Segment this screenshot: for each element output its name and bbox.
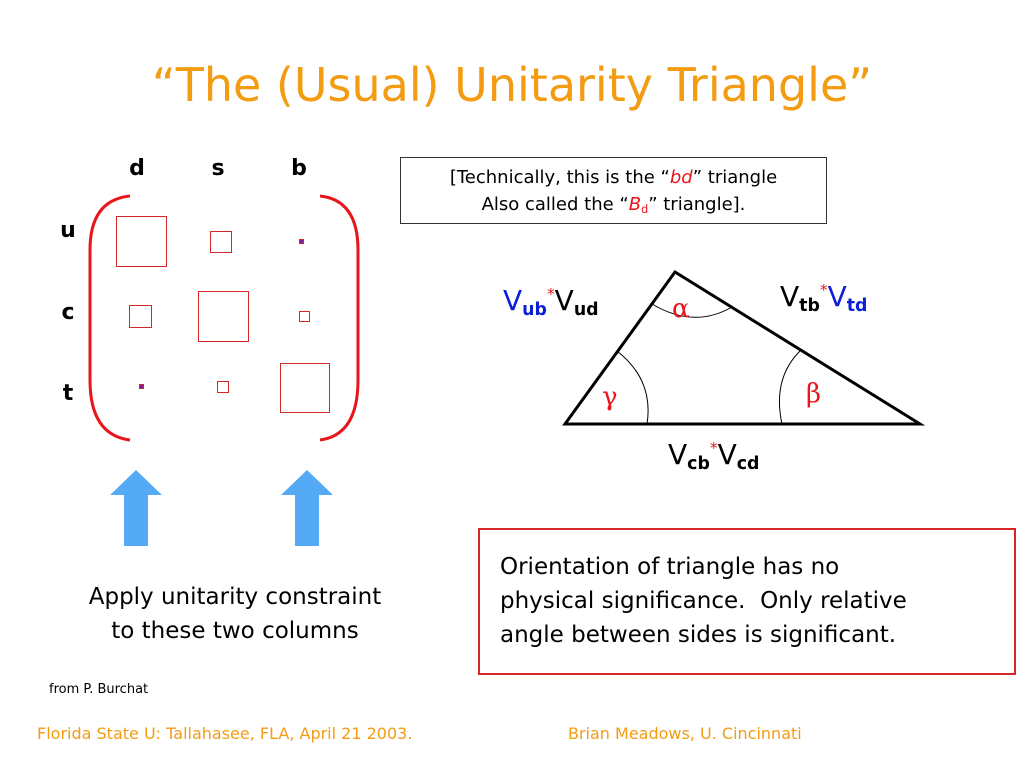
matrix-cell-cd [129, 305, 152, 328]
side-left-sub1: ub [522, 300, 547, 321]
matrix-left-bracket [88, 194, 131, 442]
unitarity-caption: Apply unitarity constraint to these two … [50, 580, 420, 648]
matrix-cell-cb [299, 311, 310, 322]
footer-right: Brian Meadows, U. Cincinnati [568, 724, 802, 743]
slide-title: “The (Usual) Unitarity Triangle” [151, 58, 873, 112]
side-bottom-v1: V [668, 438, 688, 471]
unitarity-triangle [562, 269, 926, 426]
caption-line-1: Apply unitarity constraint [88, 584, 382, 610]
side-left-sub2: ud [573, 300, 599, 321]
matrix-row-u: u [60, 218, 76, 243]
angle-arc-alpha [651, 303, 733, 318]
credit-text: from P. Burchat [49, 682, 149, 697]
note-line-1-post: ” triangle [692, 167, 778, 188]
side-right-v2: V [827, 280, 847, 313]
matrix-col-s: s [211, 156, 225, 181]
note-line-1-em: bd [669, 167, 693, 188]
matrix-cell-ts [217, 381, 229, 393]
bd-triangle-note: [Technically, this is the “bd” triangle … [400, 157, 827, 224]
angle-arc-beta [779, 349, 802, 425]
orientation-line-3: angle between sides is significant. [500, 622, 897, 648]
note-line-2-post: ” triangle]. [648, 194, 746, 215]
note-line-1: [Technically, this is the “bd” triangle [401, 164, 826, 191]
matrix-row-t: t [62, 381, 74, 406]
note-line-2-pre: Also called the “ [481, 194, 629, 215]
note-line-2-em: B [628, 194, 642, 215]
side-bottom-v2: V [717, 438, 737, 471]
angle-alpha-label: α [672, 294, 690, 324]
side-label-bottom: Vcb*Vcd [668, 438, 759, 474]
side-left-star: * [546, 285, 555, 304]
matrix-col-d: d [129, 156, 145, 181]
side-right-v1: V [780, 280, 800, 313]
footer-left: Florida State U: Tallahasee, FLA, April … [37, 724, 413, 743]
side-label-left: Vub*Vud [503, 284, 599, 320]
angle-beta-label: β [806, 379, 822, 409]
matrix-row-c: c [61, 300, 75, 325]
side-bottom-star: * [709, 439, 718, 458]
side-left-v1: V [503, 284, 523, 317]
matrix-cell-cs [198, 291, 249, 342]
orientation-line-1: Orientation of triangle has no [500, 554, 840, 580]
side-left-v2: V [554, 284, 574, 317]
matrix-brackets [88, 194, 360, 442]
note-line-2-sub: d [641, 202, 649, 216]
matrix-cell-tb [280, 363, 330, 413]
angle-arc-gamma [616, 350, 649, 425]
arrow-up-icon [281, 470, 333, 546]
side-right-sub1: tb [799, 296, 820, 317]
matrix-col-b: b [291, 156, 307, 181]
arrow-up-icon [110, 470, 162, 546]
orientation-line-2: physical significance. Only relative [500, 588, 907, 614]
orientation-note: Orientation of triangle has no physical … [478, 528, 1016, 675]
matrix-cell-ub [299, 239, 304, 244]
angle-gamma-label: γ [602, 382, 618, 412]
matrix-cell-us [210, 231, 232, 253]
note-line-1-pre: [Technically, this is the “ [449, 167, 670, 188]
side-label-right: Vtb*Vtd [780, 280, 867, 316]
side-right-star: * [819, 281, 828, 300]
matrix-cell-td [139, 384, 144, 389]
side-bottom-sub1: cb [687, 454, 710, 475]
matrix-cell-ud [116, 216, 167, 267]
side-right-sub2: td [846, 296, 868, 317]
note-line-2: Also called the “Bd” triangle]. [401, 191, 826, 223]
side-bottom-sub2: cd [736, 454, 760, 475]
matrix-right-bracket [319, 194, 360, 442]
triangle-outline [562, 269, 926, 426]
caption-line-2: to these two columns [111, 618, 359, 644]
